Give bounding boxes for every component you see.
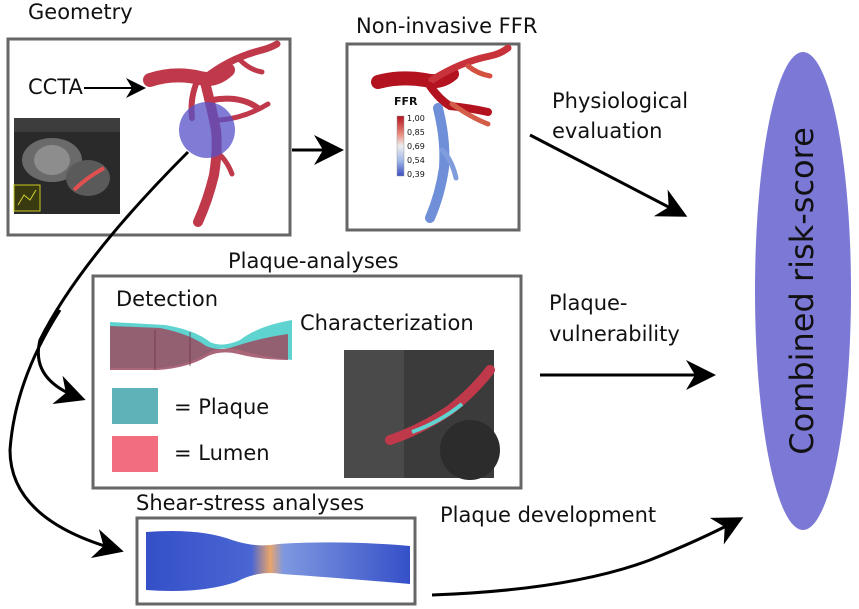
detection-label: Detection: [116, 287, 218, 311]
ffr-tick-label: 1,00: [407, 114, 425, 123]
characterization-label: Characterization: [300, 311, 474, 335]
risk-score-ellipse: [755, 52, 851, 530]
ffr-tick-label: 0,69: [407, 142, 425, 151]
physiological-label: Physiological: [552, 89, 688, 113]
ffr-tick-label: 0,85: [407, 128, 425, 137]
plaque-vulnerability-label-2: vulnerability: [549, 322, 680, 346]
plaque-legend-swatch: [112, 388, 158, 424]
plaque-legend-label: = Plaque: [174, 395, 269, 419]
risk-score-label: Combined risk-score: [783, 127, 821, 455]
ffr-to-risk-arrow: [529, 133, 688, 217]
lumen-legend-label: = Lumen: [174, 441, 270, 465]
plaque-analyses-title: Plaque-analyses: [228, 249, 399, 273]
shear-stress-vessel-image: [146, 531, 410, 591]
ct-scan-image: [13, 118, 120, 214]
plaque-development-label: Plaque development: [440, 503, 656, 527]
ffr-colored-tree: [371, 44, 512, 223]
lumen-legend-swatch: [112, 436, 158, 472]
evaluation-label: evaluation: [552, 119, 662, 143]
ffr-tick-label: 0,54: [407, 156, 425, 165]
shear-stress-title: Shear-stress analyses: [136, 491, 364, 515]
shear-to-risk-arrow: [431, 517, 744, 597]
geometry-to-shear-arrow: [8, 309, 124, 559]
ffr-legend-title: FFR: [394, 95, 418, 108]
characterization-ct-image: [344, 350, 500, 480]
ffr-tick-label: 0,39: [407, 170, 425, 179]
ccta-label: CCTA: [28, 75, 84, 99]
ffr-title: Non-invasive FFR: [356, 14, 537, 38]
detection-vessel-image: [110, 320, 292, 370]
geometry-title: Geometry: [28, 0, 133, 24]
region-of-interest-circle: [179, 102, 235, 158]
plaque-vulnerability-label-1: Plaque-: [549, 291, 628, 315]
geometry-to-plaque-arrow: [36, 150, 190, 404]
ffr-color-legend: FFR 1,00 0,85 0,69 0,54 0,39: [394, 95, 425, 179]
ffr-colorbar: [396, 115, 405, 177]
